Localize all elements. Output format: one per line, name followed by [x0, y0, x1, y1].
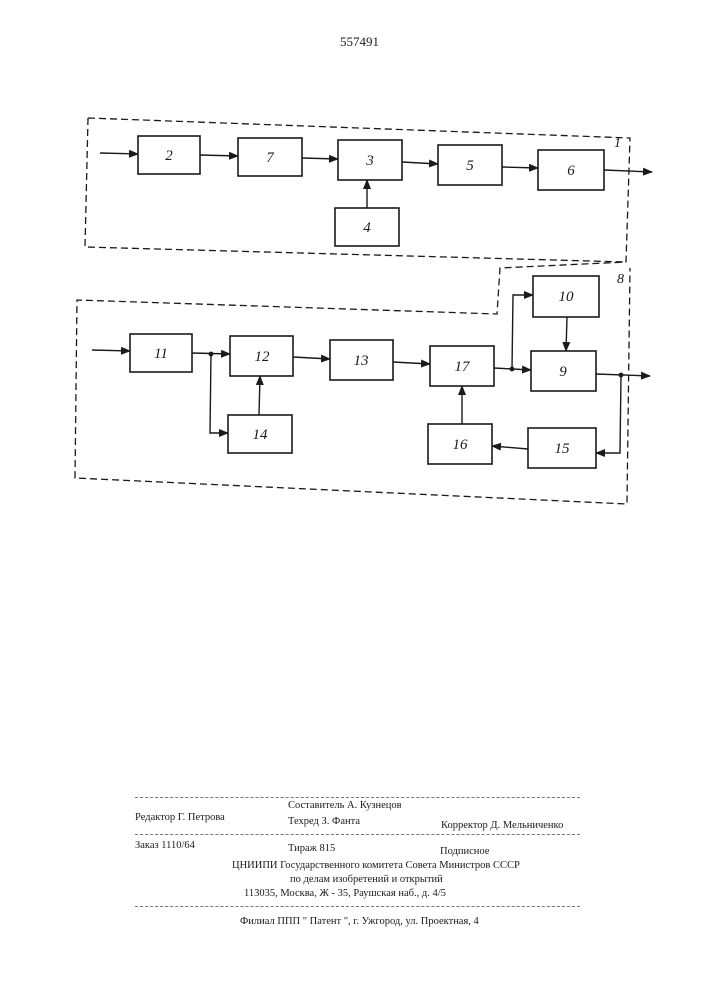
wire-15-16 [492, 446, 528, 449]
block-17: 17 [430, 346, 494, 386]
footer-address: 113035, Москва, Ж - 35, Раушская наб., д… [244, 888, 446, 899]
block-9-label: 9 [559, 364, 567, 380]
wire-17-10 [512, 295, 533, 369]
wire-in1-2 [100, 153, 138, 154]
block-6: 6 [538, 150, 604, 190]
footer-corrector: Корректор Д. Мельниченко [441, 820, 563, 831]
block-9: 9 [531, 351, 596, 391]
block-14-label: 14 [253, 427, 269, 443]
footer-subscription: Подписное [440, 846, 489, 857]
wire-7-3 [302, 158, 338, 159]
block-12: 12 [230, 336, 293, 376]
wire-3-5 [402, 162, 438, 164]
block-2-label: 2 [165, 148, 173, 164]
wire-10-9 [566, 317, 567, 351]
block-3: 3 [338, 140, 402, 180]
block-12-label: 12 [255, 349, 271, 365]
block-17-label: 17 [455, 359, 472, 375]
footer-branch: Филиал ППП " Патент ", г. Ужгород, ул. П… [240, 916, 479, 927]
wire-5-6 [502, 167, 538, 168]
footer-editor: Редактор Г. Петрова [135, 812, 225, 823]
group-label-1: 1 [614, 136, 621, 151]
footer-order: Заказ 1110/64 [135, 840, 195, 851]
wire-12-13 [293, 357, 330, 359]
block-16-label: 16 [453, 437, 469, 453]
block-16: 16 [428, 424, 492, 464]
group-label-8: 8 [617, 272, 624, 287]
block-13-label: 13 [354, 353, 369, 369]
footer-compiler: Составитель А. Кузнецов [288, 800, 402, 811]
block-11-label: 11 [154, 346, 168, 362]
wire-6-out1 [604, 170, 652, 172]
wire-14-12 [259, 376, 260, 415]
block-6-label: 6 [567, 163, 575, 179]
block-2: 2 [138, 136, 200, 174]
footer-institute: ЦНИИПИ Государственного комитета Совета … [232, 860, 520, 871]
footer-mid-rule [135, 834, 580, 835]
block-5: 5 [438, 145, 502, 185]
block-4: 4 [335, 208, 399, 246]
block-10-label: 10 [559, 289, 575, 305]
wire-9-15 [596, 375, 621, 453]
block-diagram: 1 8 2 7 3 5 6 4 [0, 0, 707, 560]
footer-techeditor: Техред З. Фанта [288, 816, 360, 827]
block-15-label: 15 [555, 441, 571, 457]
block-13: 13 [330, 340, 393, 380]
footer-top-rule [135, 797, 580, 798]
block-4-label: 4 [363, 220, 371, 236]
footer-circulation: Тираж 815 [288, 843, 335, 854]
footer-affairs: по делам изобретений и открытий [290, 874, 443, 885]
block-10: 10 [533, 276, 599, 317]
block-15: 15 [528, 428, 596, 468]
block-5-label: 5 [466, 158, 474, 174]
wire-13-17 [393, 362, 430, 364]
footer-bottom-rule [135, 906, 580, 907]
wire-11-14 [210, 354, 228, 433]
wire-2-7 [200, 155, 238, 156]
wire-in2-11 [92, 350, 130, 351]
block-14: 14 [228, 415, 292, 453]
block-3-label: 3 [365, 153, 374, 169]
block-11: 11 [130, 334, 192, 372]
block-7: 7 [238, 138, 302, 176]
